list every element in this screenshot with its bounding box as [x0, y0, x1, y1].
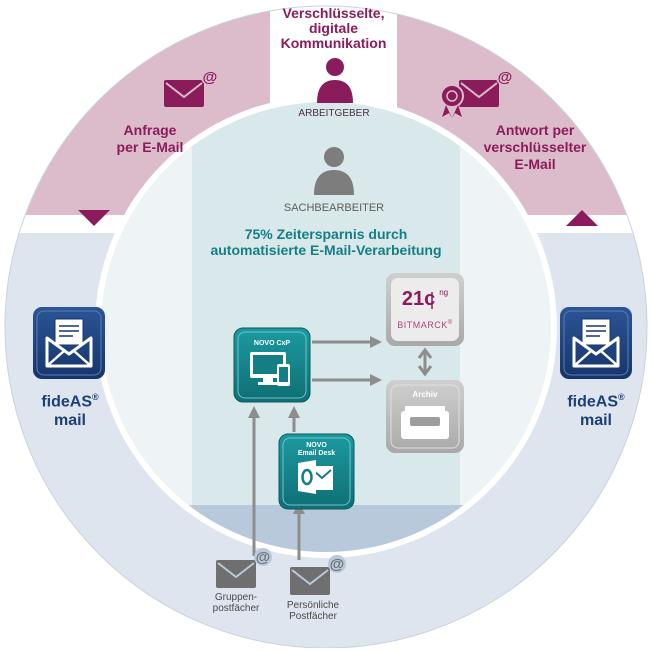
arrow-icon [370, 374, 382, 386]
svg-text:@: @ [256, 549, 271, 566]
logo-bitmarck: BITMARCK® [392, 320, 458, 330]
archiv-tile [386, 380, 464, 453]
role-sachbearbeiter: SACHBEARBEITER [283, 202, 385, 214]
left-band-text: Anfrage per E-Mail [95, 122, 205, 156]
personal-mailbox-label: Persönliche Postfächer [274, 600, 352, 622]
novo-email-desk-line: NOVO [306, 442, 327, 449]
top-title-line: Verschlüsselte, [282, 5, 385, 21]
right-band-line: E-Mail [514, 156, 556, 172]
svg-text:@: @ [330, 556, 345, 573]
fideas-sub: mail [579, 412, 612, 430]
svg-text:@: @ [203, 69, 218, 86]
fideas-brand: fideAS [41, 393, 93, 411]
bitmarck-tile [386, 273, 464, 346]
left-band-line: per E-Mail [116, 139, 184, 155]
down-triangle-icon [78, 210, 110, 226]
personal-mailbox-line: Persönliche [286, 600, 340, 611]
person-icon [314, 147, 354, 195]
novo-email-desk-tile [278, 433, 355, 510]
envelope-at-icon: @ [290, 555, 346, 595]
arrows [248, 336, 433, 560]
logo-bitmarck-reg: ® [447, 320, 453, 326]
devices-icon [250, 352, 290, 386]
logo-ng-text: ng [439, 288, 449, 297]
novo-email-desk-line: Email Desk [297, 450, 336, 457]
right-band-line: Antwort per [495, 122, 575, 138]
group-mailbox-label: Gruppen- postfächer [202, 592, 270, 614]
logo-21c-text: 21c [401, 288, 436, 310]
role-arbeitgeber: ARBEITGEBER [298, 108, 370, 119]
novo-cxp-label: NOVO CxP [253, 340, 291, 347]
top-title: Verschlüsselte, digitale Kommunikation [262, 6, 405, 51]
left-band-line: Anfrage [123, 122, 177, 138]
group-mailbox-line: postfächer [212, 603, 260, 614]
personal-mailbox-line: Postfächer [289, 611, 337, 622]
right-band-line: verschlüsselter [483, 139, 587, 155]
fideas-envelope-icon [33, 307, 105, 379]
certificate-envelope-icon: @ [440, 68, 514, 118]
center-headline: 75% Zeitersparnis durch automatisierte E… [190, 226, 462, 258]
fideas-left-label: fideAS® mail [20, 388, 120, 430]
archiv-label: Archiv [412, 390, 438, 399]
fideas-envelope-icon [560, 307, 632, 379]
envelope-at-icon: @ [216, 548, 272, 588]
arrow-icon [417, 365, 433, 377]
person-icon [317, 58, 353, 103]
fideas-brand: fideAS [567, 393, 619, 411]
svg-text:@: @ [498, 69, 513, 86]
fideas-reg: ® [618, 392, 625, 402]
novo-email-desk-label: NOVO Email Desk [281, 442, 352, 458]
center-headline-line: automatisierte E-Mail-Verarbeitung [210, 242, 442, 258]
arrow-icon [288, 406, 300, 418]
envelope-at-icon: @ [164, 68, 219, 107]
outlook-icon [298, 460, 333, 494]
logo-bitmarck-text: BITMARCK [397, 320, 448, 330]
top-title-line: digitale [308, 20, 358, 36]
center-headline-line: 75% Zeitersparnis durch [244, 226, 408, 242]
fideas-right-label: fideAS® mail [546, 388, 646, 430]
arrow-icon [417, 347, 433, 359]
right-band-text: Antwort per verschlüsselter E-Mail [470, 122, 600, 173]
archive-tray-icon [401, 406, 449, 439]
arrow-icon [370, 336, 382, 348]
novo-cxp-tile [233, 327, 311, 403]
group-mailbox-line: Gruppen- [214, 592, 258, 603]
arrow-icon [248, 406, 260, 418]
fideas-sub: mail [53, 412, 86, 430]
up-triangle-icon [566, 210, 598, 226]
top-title-line: Kommunikation [280, 35, 387, 51]
fideas-reg: ® [92, 392, 99, 402]
